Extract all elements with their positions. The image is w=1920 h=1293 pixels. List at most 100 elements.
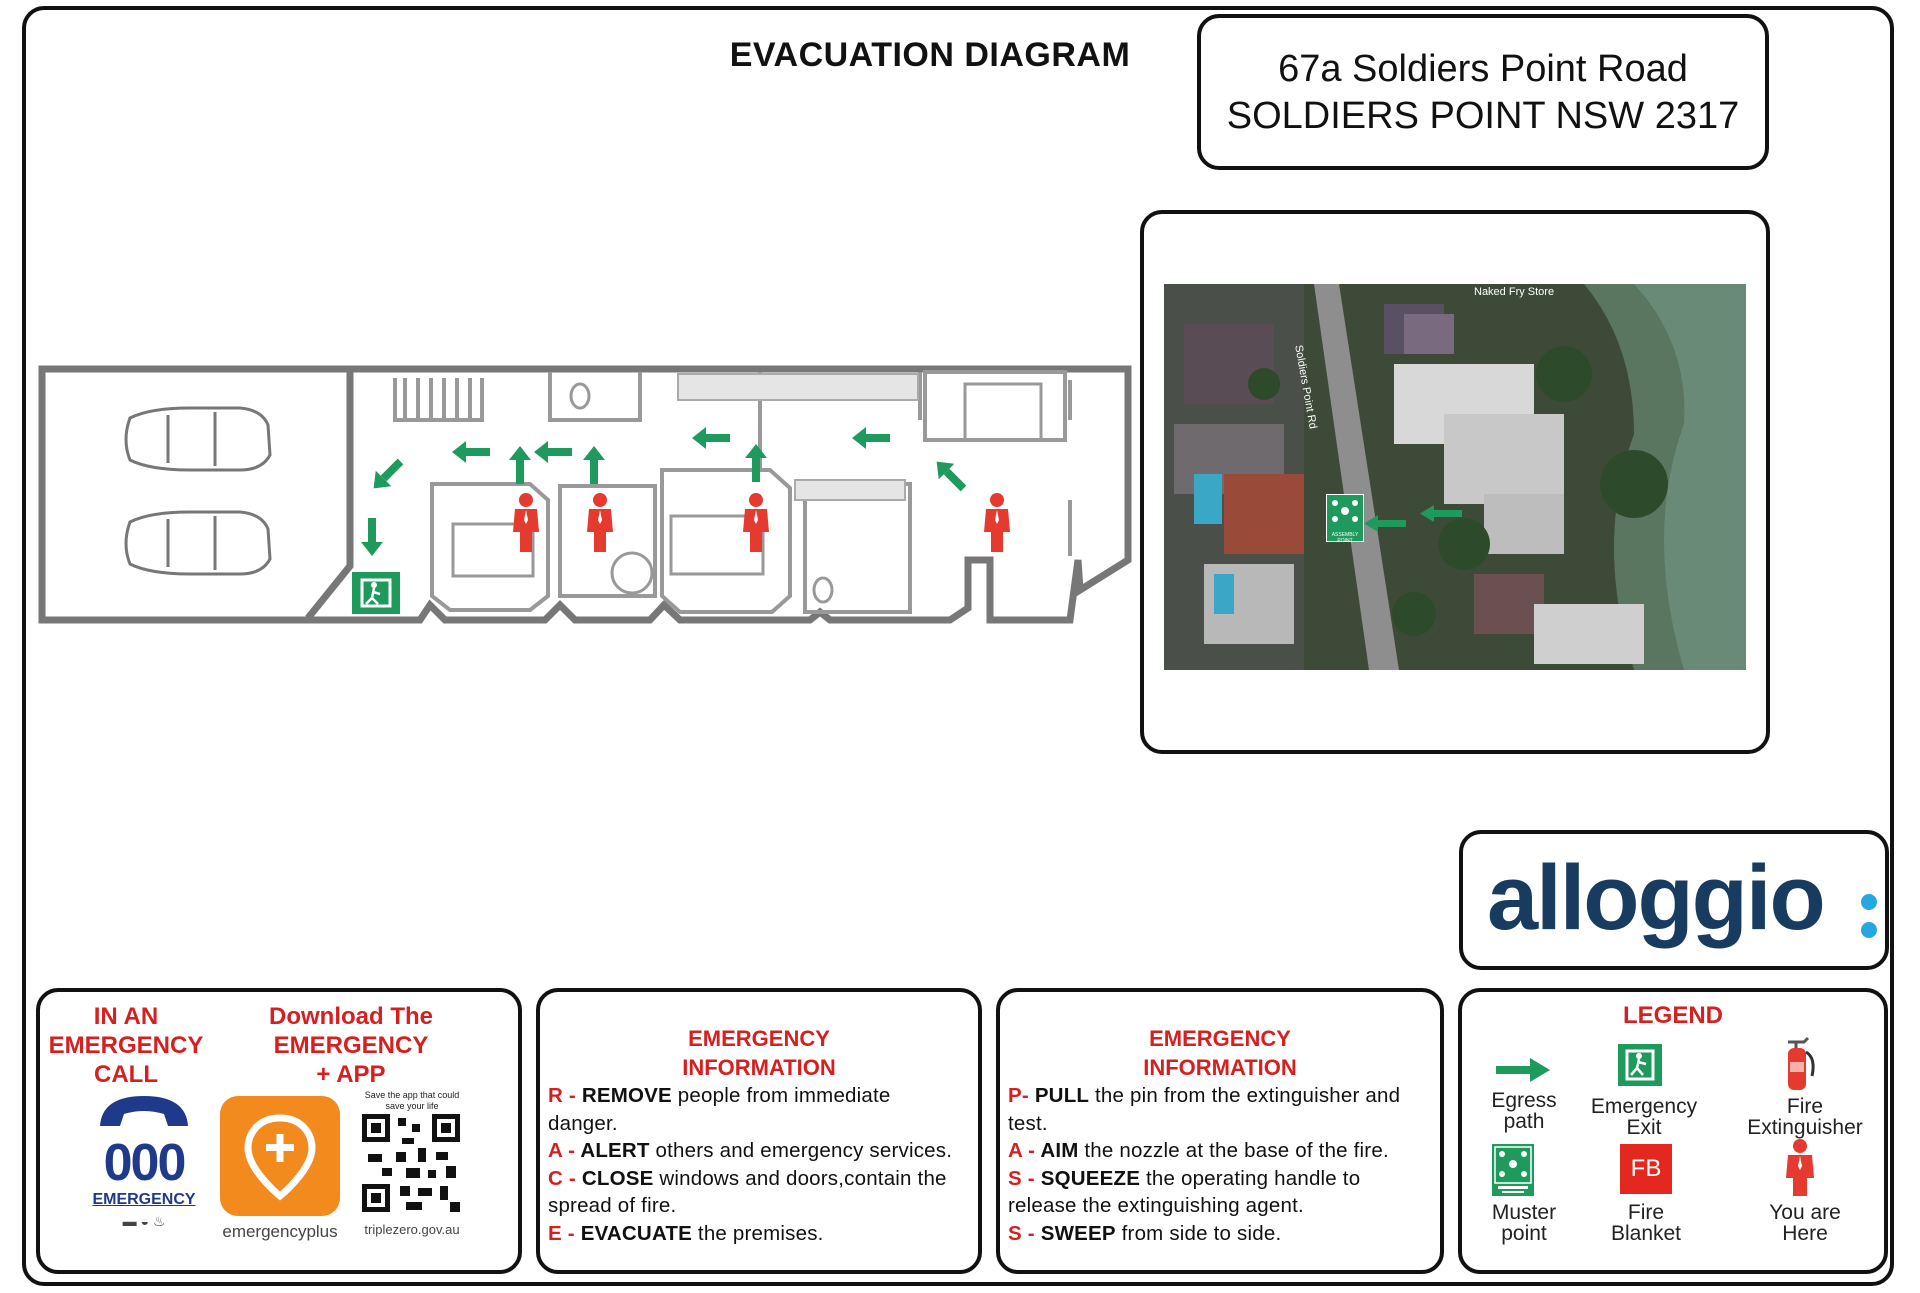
fire-blanket-icon: FB — [1620, 1144, 1672, 1194]
emergency-info-panel-pass: EMERGENCY INFORMATION P- PULL the pin fr… — [996, 988, 1444, 1274]
plan-room-bath-1 — [558, 484, 657, 598]
you-are-here-icon — [513, 493, 539, 552]
pass-step-cont: release the extinguishing agent. — [1008, 1194, 1304, 1217]
race-step: E - EVACUATE the premises. — [548, 1221, 824, 1245]
emergency-call-panel: IN AN EMERGENCY CALL Download The EMERGE… — [36, 988, 522, 1274]
pass-heading-line: INFORMATION — [1143, 1055, 1297, 1080]
plan-outer-wall — [38, 365, 1132, 624]
legend-blanket-label: Blanket — [1610, 1222, 1682, 1245]
map-egress-arrows — [1364, 505, 1462, 532]
legend-here-label: You are — [1769, 1201, 1841, 1224]
fire-extinguisher-icon — [1788, 1036, 1815, 1090]
site-map-box: Soldiers Point Rd Naked Fry Store ASSEMB… — [1140, 210, 1770, 754]
app-name: emergencyplus — [222, 1222, 338, 1241]
qr-code-icon — [362, 1114, 460, 1212]
egress-arrow — [583, 446, 605, 484]
plan-car-2 — [124, 510, 272, 576]
pass-step: P- PULL the pin from the extinguisher an… — [1008, 1084, 1401, 1107]
plan-room-bed-2 — [660, 468, 792, 614]
floor-plan — [38, 365, 1132, 624]
race-step: A - ALERT others and emergency services. — [548, 1139, 953, 1162]
race-heading-line: EMERGENCY — [688, 1026, 830, 1051]
page-frame — [22, 6, 1894, 1286]
emergency-exit-icon — [352, 572, 400, 614]
legend-extinguisher-label: Fire — [1786, 1095, 1824, 1118]
egress-arrow — [852, 427, 890, 449]
call-heading-line: IN AN — [93, 1003, 159, 1030]
logo-dot-icon — [1861, 894, 1877, 910]
map-muster-label: ASSEMBLY POINT — [1331, 532, 1359, 544]
plan-wardrobe — [677, 373, 919, 401]
emergency-plus-app-icon — [220, 1096, 340, 1216]
egress-arrow — [509, 446, 531, 484]
alloggio-logo: alloggio — [1487, 847, 1826, 949]
pass-step: S - SWEEP from side to side. — [1008, 1221, 1282, 1245]
plan-stair — [393, 378, 484, 422]
app-heading-line: + APP — [316, 1061, 386, 1088]
race-heading-line: INFORMATION — [682, 1055, 836, 1080]
race-steps: R - REMOVE people from immediate danger.… — [548, 1082, 984, 1247]
app-heading-line: EMERGENCY — [273, 1032, 429, 1059]
call-heading-line: EMERGENCY — [48, 1032, 204, 1059]
egress-arrow — [373, 458, 404, 489]
phone-caption: EMERGENCY — [92, 1191, 196, 1208]
logo-dot-icon — [1861, 922, 1877, 938]
legend-egress-label: path — [1503, 1110, 1545, 1133]
address-line-1: 67a Soldiers Point Road — [1278, 48, 1688, 90]
egress-arrow — [745, 444, 767, 482]
phone-number: 000 — [103, 1134, 187, 1192]
emergency-vehicles-icon: ▬ ◒ ♨ — [122, 1213, 166, 1229]
egress-path-icon — [1496, 1058, 1550, 1082]
legend-blanket-label: Fire — [1627, 1201, 1665, 1224]
app-heading-line: Download The — [269, 1003, 433, 1030]
aerial-map: Soldiers Point Rd Naked Fry Store ASSEMB… — [1164, 284, 1746, 670]
legend-muster-label: point — [1501, 1222, 1547, 1245]
pass-step: A - AIM the nozzle at the base of the fi… — [1008, 1139, 1389, 1162]
legend-egress-label: Egress — [1491, 1089, 1557, 1112]
race-step: C - CLOSE windows and doors,contain the — [548, 1166, 947, 1190]
egress-arrow — [936, 461, 967, 492]
egress-arrow — [692, 427, 730, 449]
pass-step: S - SQUEEZE the operating handle to — [1008, 1166, 1361, 1190]
aerial-map-image — [1164, 284, 1746, 670]
map-muster-point-icon: ASSEMBLY POINT — [1326, 494, 1364, 544]
call-heading-line: CALL — [94, 1061, 158, 1088]
emergency-exit-icon — [1618, 1044, 1662, 1086]
you-are-here-icon — [743, 493, 769, 552]
legend-panel: LEGEND Egress path Emergency Exit Fire E… — [1458, 988, 1888, 1274]
you-are-here-icon — [587, 493, 613, 552]
phone-000-icon: 000 EMERGENCY ▬ ◒ ♨ — [92, 1092, 196, 1242]
pass-step-cont: test. — [1008, 1111, 1048, 1135]
qr-caption: Save the app that could save your life — [364, 1090, 460, 1111]
legend-extinguisher-label: Extinguisher — [1747, 1116, 1863, 1139]
legend-exit-label: Emergency — [1590, 1095, 1698, 1118]
you-are-here-icon — [984, 493, 1010, 552]
page-title: EVACUATION DIAGRAM — [729, 36, 1131, 74]
you-are-here-icon — [1786, 1139, 1814, 1196]
plan-toilet — [569, 382, 591, 410]
plan-shower — [610, 551, 654, 595]
race-step-cont: spread of fire. — [548, 1194, 677, 1217]
legend-exit-label: Exit — [1626, 1116, 1662, 1139]
address-box: 67a Soldiers Point Road SOLDIERS POINT N… — [1197, 14, 1769, 170]
plan-car-1 — [124, 406, 272, 472]
plan-room-ensuite — [803, 482, 912, 614]
legend-muster-label: Muster — [1491, 1201, 1557, 1224]
emergency-info-panel-race: EMERGENCY INFORMATION R - REMOVE people … — [536, 988, 982, 1274]
qr-url: triplezero.gov.au — [364, 1222, 460, 1237]
legend-here-label: Here — [1782, 1222, 1828, 1245]
address-line-2: SOLDIERS POINT NSW 2317 — [1226, 95, 1740, 137]
pass-steps: P- PULL the pin from the extinguisher an… — [1008, 1082, 1444, 1247]
egress-arrow — [534, 441, 572, 463]
race-step: R - REMOVE people from immediate — [548, 1084, 891, 1107]
legend-heading: LEGEND — [1622, 1002, 1723, 1029]
fire-blanket-badge: FB — [1630, 1155, 1662, 1182]
plan-garage-wall — [305, 372, 354, 621]
map-place-label: Naked Fry Store — [1474, 286, 1555, 298]
race-step-cont: danger. — [548, 1111, 618, 1135]
muster-point-icon — [1492, 1144, 1534, 1196]
egress-arrow — [452, 441, 490, 463]
pass-heading-line: EMERGENCY — [1149, 1026, 1291, 1051]
plan-room-bed-1 — [430, 482, 550, 612]
egress-arrow — [361, 518, 383, 556]
